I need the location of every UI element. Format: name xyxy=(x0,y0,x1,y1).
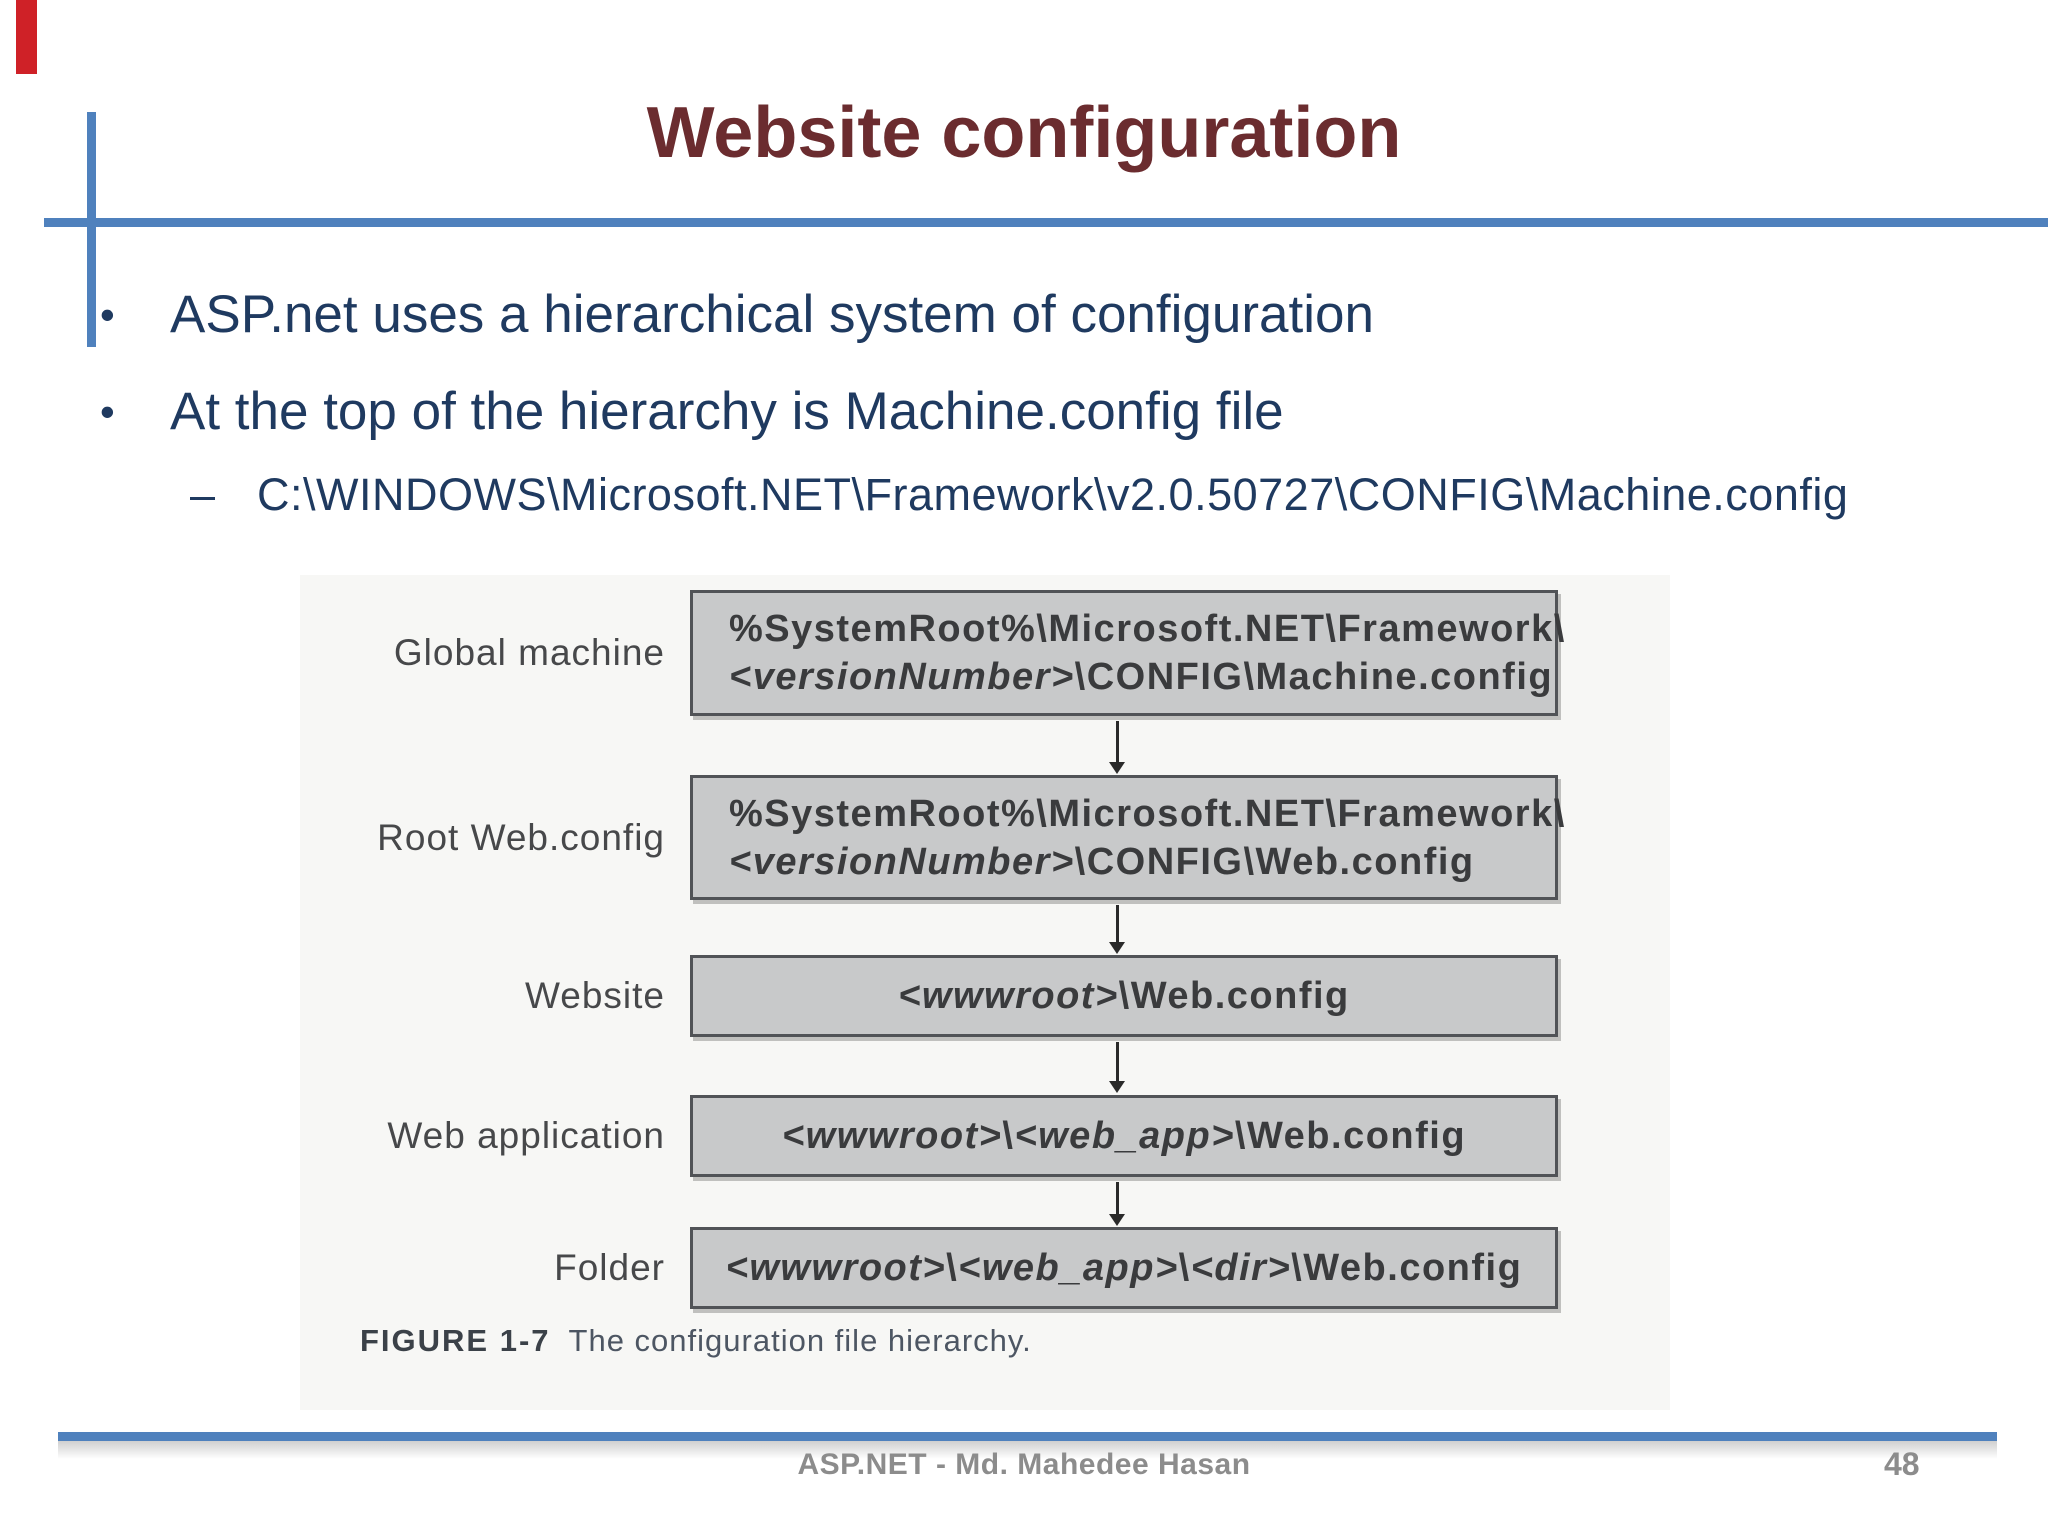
header-divider-line xyxy=(44,218,2048,227)
config-path-text: C:\WINDOWS\Microsoft.NET\Framework\v2.0.… xyxy=(257,469,1849,520)
red-marker xyxy=(16,0,37,74)
footer-credit: ASP.NET - Md. Mahedee Hasan xyxy=(797,1448,1251,1481)
config-path-box: %SystemRoot%\Microsoft.NET\Framework\ <ve… xyxy=(690,775,1564,900)
path-literal-segment: \Web.config xyxy=(1291,1247,1523,1289)
footer-divider-line xyxy=(58,1432,1997,1441)
arrow-down-icon xyxy=(1109,1042,1125,1093)
figure-row-label: Website xyxy=(525,975,665,1016)
config-path-box: %SystemRoot%\Microsoft.NET\Framework\ <ve… xyxy=(690,590,1564,716)
figure-row-label: Global machine xyxy=(393,632,665,673)
path-literal-segment: \CONFIG\Machine.config xyxy=(1074,656,1554,698)
arrow-down-icon xyxy=(1109,905,1125,954)
path-placeholder-segment: <wwwroot> xyxy=(725,1247,947,1289)
figure-caption: FIGURE 1-7 The configuration file hierarc… xyxy=(360,1323,1032,1359)
arrow-down-icon xyxy=(1109,1182,1125,1226)
path-placeholder-segment: <wwwroot> xyxy=(781,1115,1003,1157)
config-path-box: <wwwroot>\<web_app>\Web.config xyxy=(690,1095,1558,1177)
figure-row-label: Folder xyxy=(554,1247,665,1288)
path-literal-segment: \ xyxy=(1178,1247,1191,1289)
page-number: 48 xyxy=(1884,1446,1920,1482)
figure-row-label: Web application xyxy=(387,1115,665,1156)
footer-divider-shadow xyxy=(58,1441,1997,1459)
arrow-down-icon xyxy=(1109,721,1125,774)
path-placeholder-segment: <dir> xyxy=(1190,1247,1292,1289)
bullet-text: ASP.net uses a hierarchical system of co… xyxy=(170,285,1374,344)
figure-row-label: Root Web.config xyxy=(377,816,665,858)
bullet-marker: • xyxy=(100,388,115,435)
bullet-item: • ASP.net uses a hierarchical system of … xyxy=(100,284,1374,346)
path-literal-segment: %SystemRoot%\Microsoft.NET\Framework\ xyxy=(729,608,1566,650)
config-path-box: <wwwroot>\<web_app>\<dir>\Web.config xyxy=(690,1227,1558,1309)
bullet-item: • At the top of the hierarchy is Machine… xyxy=(100,381,1284,443)
bullet-marker: • xyxy=(100,291,115,338)
path-literal-segment: \Web.config xyxy=(1118,975,1350,1017)
path-placeholder-segment: <versionNumber> xyxy=(729,656,1075,698)
path-placeholder-segment: <wwwroot> xyxy=(898,975,1119,1017)
path-literal-segment: \Web.config xyxy=(1234,1115,1467,1157)
vertical-accent-line xyxy=(87,112,96,347)
bullet-text: At the top of the hierarchy is Machine.c… xyxy=(170,382,1284,441)
figure-caption-text: The configuration file hierarchy. xyxy=(568,1323,1032,1358)
page-title: Website configuration xyxy=(646,93,1402,173)
path-literal-segment: \ xyxy=(946,1247,959,1289)
sub-bullet-item: – C:\WINDOWS\Microsoft.NET\Framework\v2.… xyxy=(190,468,1848,522)
sub-bullet-marker: – xyxy=(190,469,216,520)
path-placeholder-segment: <web_app> xyxy=(958,1247,1179,1289)
figure-caption-label: FIGURE 1-7 xyxy=(360,1323,551,1358)
config-hierarchy-figure: Global machine Root Web.config Website W… xyxy=(300,575,1670,1410)
path-literal-segment: \CONFIG\Web.config xyxy=(1074,840,1475,883)
path-placeholder-segment: <versionNumber> xyxy=(729,840,1075,883)
path-literal-segment: %SystemRoot%\Microsoft.NET\Framework\ xyxy=(729,792,1566,835)
config-path-box: <wwwroot>\Web.config xyxy=(690,955,1558,1037)
path-placeholder-segment: <web_app> xyxy=(1014,1115,1235,1157)
path-literal-segment: \ xyxy=(1002,1115,1015,1157)
